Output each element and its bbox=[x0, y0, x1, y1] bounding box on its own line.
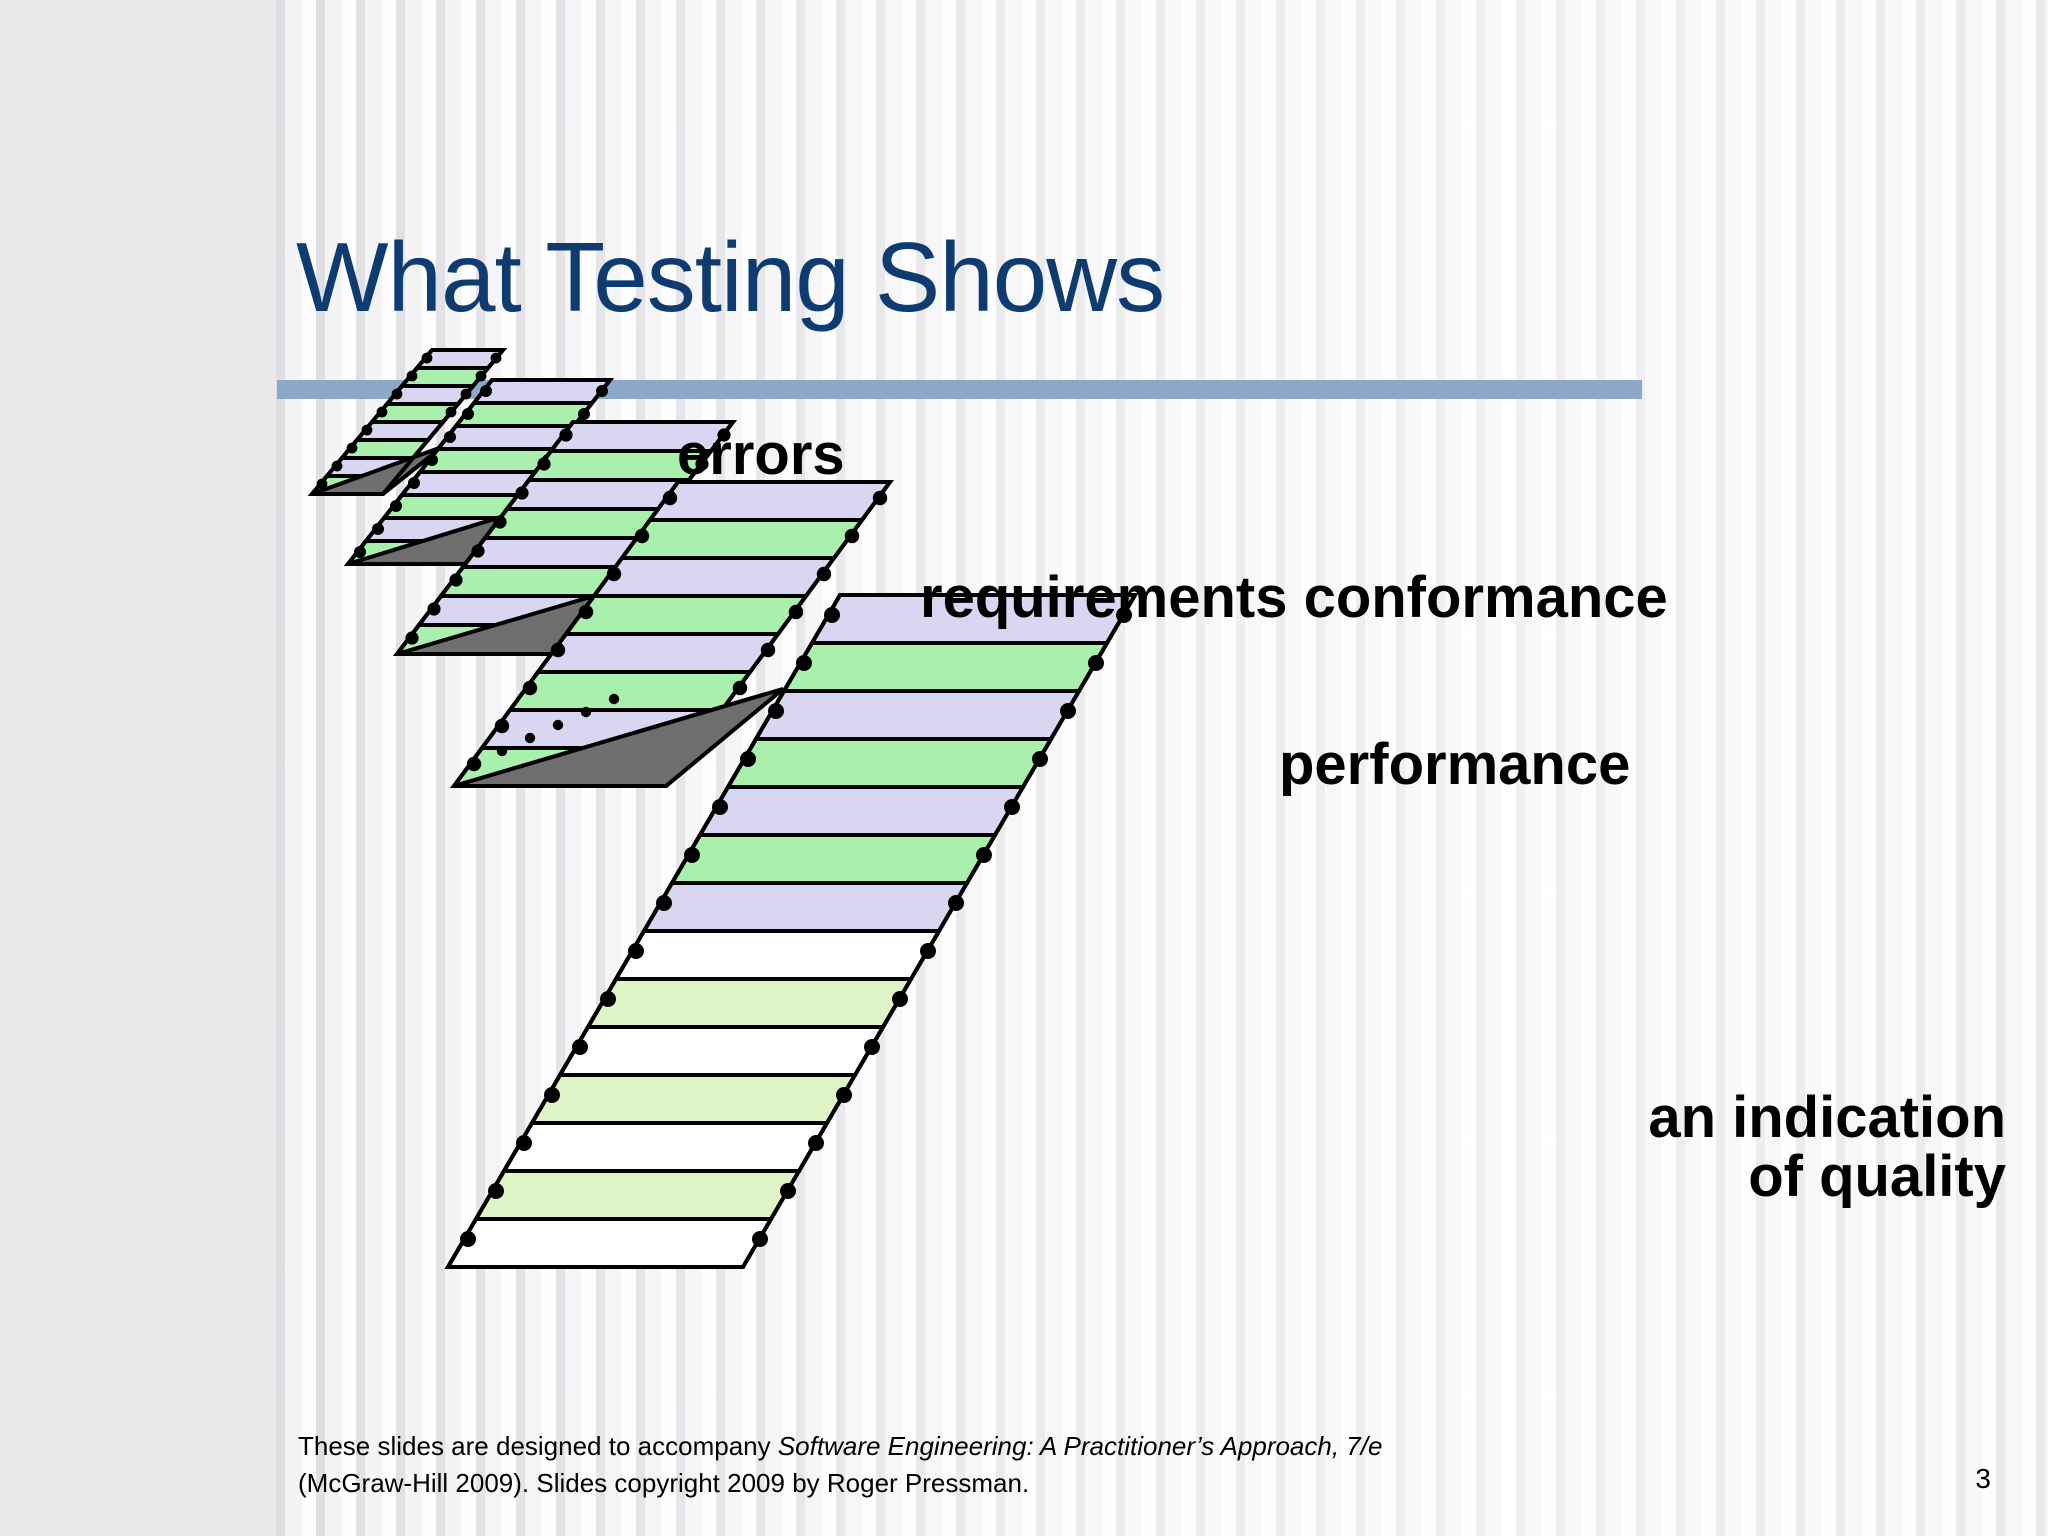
page-title: What Testing Shows bbox=[296, 222, 1165, 332]
callout-quality: an indication of quality bbox=[1536, 1088, 2006, 1206]
footer-book-title: Software Engineering: A Practitioner’s A… bbox=[777, 1431, 1383, 1461]
fanfold-printout-graphic: .pl { fill:#d9d6f2; } .pg { fill:#a9f0ac… bbox=[307, 348, 1139, 1269]
background-left-margin bbox=[0, 0, 276, 1536]
sheet-1 bbox=[307, 348, 508, 496]
callout-requirements-conformance: requirements conformance bbox=[920, 565, 1668, 630]
footer-credit: These slides are designed to accompany S… bbox=[298, 1428, 1382, 1502]
footer-line-2: (McGraw-Hill 2009). Slides copyright 200… bbox=[298, 1467, 1030, 1498]
callout-quality-line2: of quality bbox=[1748, 1144, 2006, 1210]
callout-quality-line1: an indication bbox=[1648, 1085, 2006, 1150]
page-number: 3 bbox=[1975, 1463, 1991, 1494]
fold-shadow-4-5 bbox=[453, 687, 785, 788]
callout-performance: performance bbox=[1279, 732, 1631, 797]
callout-errors: errors bbox=[677, 422, 845, 487]
sheet-5 bbox=[444, 593, 1139, 1269]
footer-line-1: These slides are designed to accompany S… bbox=[298, 1428, 1382, 1465]
footer-line1-prefix: These slides are designed to accompany bbox=[298, 1431, 778, 1461]
sheet-3 bbox=[392, 420, 738, 656]
title-divider-rule bbox=[277, 380, 1642, 399]
